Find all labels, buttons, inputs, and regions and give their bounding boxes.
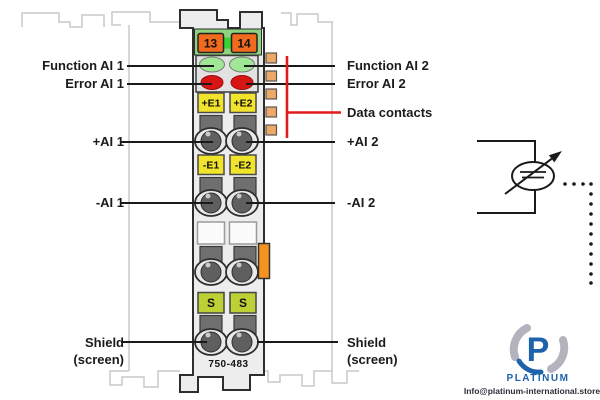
data-contact [265, 52, 278, 64]
label-minus-ai-1: -AI 1 [95, 195, 124, 210]
label-shield-s1: S [207, 296, 215, 310]
label-shield-1: Shield (screen) [0, 334, 124, 368]
part-number: 750-483 [208, 359, 248, 370]
leader-lines [121, 65, 338, 343]
label-plus-ai-2: +AI 2 [347, 134, 379, 149]
function-led-1 [199, 56, 225, 73]
dotted-connection [563, 182, 593, 285]
error-led-2 [230, 75, 254, 90]
label-error-ai-2: Error AI 2 [347, 76, 406, 91]
data-contact [265, 106, 278, 118]
logo-swirl-blue [516, 358, 544, 375]
clamp-row-shield [194, 328, 259, 356]
locking-latch [257, 242, 271, 280]
label-pos-e2: +E2 [234, 98, 253, 110]
terminal-block-header: 13 14 [194, 28, 262, 56]
label-function-ai-2: Function AI 2 [347, 58, 429, 73]
platinum-logo: P [509, 324, 569, 375]
data-contact [265, 70, 278, 82]
error-led-1 [200, 75, 224, 90]
clamp-row-mid [194, 258, 259, 286]
label-function-ai-1: Function AI 1 [42, 58, 124, 73]
sensor-arrow [504, 158, 553, 195]
data-contacts [265, 52, 278, 136]
label-shield-s2: S [239, 296, 247, 310]
label-error-ai-1: Error AI 1 [65, 76, 124, 91]
ghost-module-outlines [21, 11, 359, 388]
label-plus-ai-1: +AI 1 [92, 134, 124, 149]
terminal-labels-pos: +E1 +E2 [197, 92, 257, 114]
label-neg-e2: -E2 [235, 160, 252, 172]
data-contact [265, 124, 278, 136]
sensor-arrowhead [548, 151, 562, 163]
label-shield-2: Shield (screen) [347, 334, 398, 368]
clamp-row-plus-ai [194, 127, 259, 155]
terminal-labels-shield: S S [197, 291, 257, 314]
data-contacts-bracket [285, 56, 341, 138]
status-leds [195, 54, 259, 93]
label-shield-2-line1: Shield [347, 335, 387, 350]
sensor-symbol [477, 140, 562, 214]
terminal-13-number: 13 [204, 37, 218, 51]
sensor-circle [511, 161, 555, 191]
sensor-wire-bottom [477, 189, 536, 214]
label-neg-e1: -E1 [203, 160, 220, 172]
bus-connector [224, 37, 231, 49]
blank-inserts [196, 221, 258, 245]
watermark-email: Info@platinum-international.store [463, 386, 600, 396]
logo-letter: P [527, 331, 550, 369]
terminal-labels-neg: -E1 -E2 [197, 154, 257, 176]
terminal-14-number: 14 [237, 37, 251, 51]
label-pos-e1: +E1 [202, 98, 221, 110]
function-led-2 [229, 56, 255, 73]
label-data-contacts: Data contacts [347, 105, 433, 120]
logo-swirl-bottom [547, 336, 569, 373]
label-shield-1-line2: (screen) [73, 352, 124, 367]
watermark-brand: PLATINUM [506, 373, 570, 384]
label-shield-1-line1: Shield [84, 335, 124, 350]
label-shield-2-line2: (screen) [347, 352, 398, 367]
terminal-13-box [197, 32, 225, 54]
label-minus-ai-2: -AI 2 [347, 195, 376, 210]
terminal-14-box [230, 32, 258, 54]
data-contact [265, 88, 278, 100]
logo-swirl-top [509, 324, 531, 361]
sensor-wire-top [477, 140, 536, 163]
